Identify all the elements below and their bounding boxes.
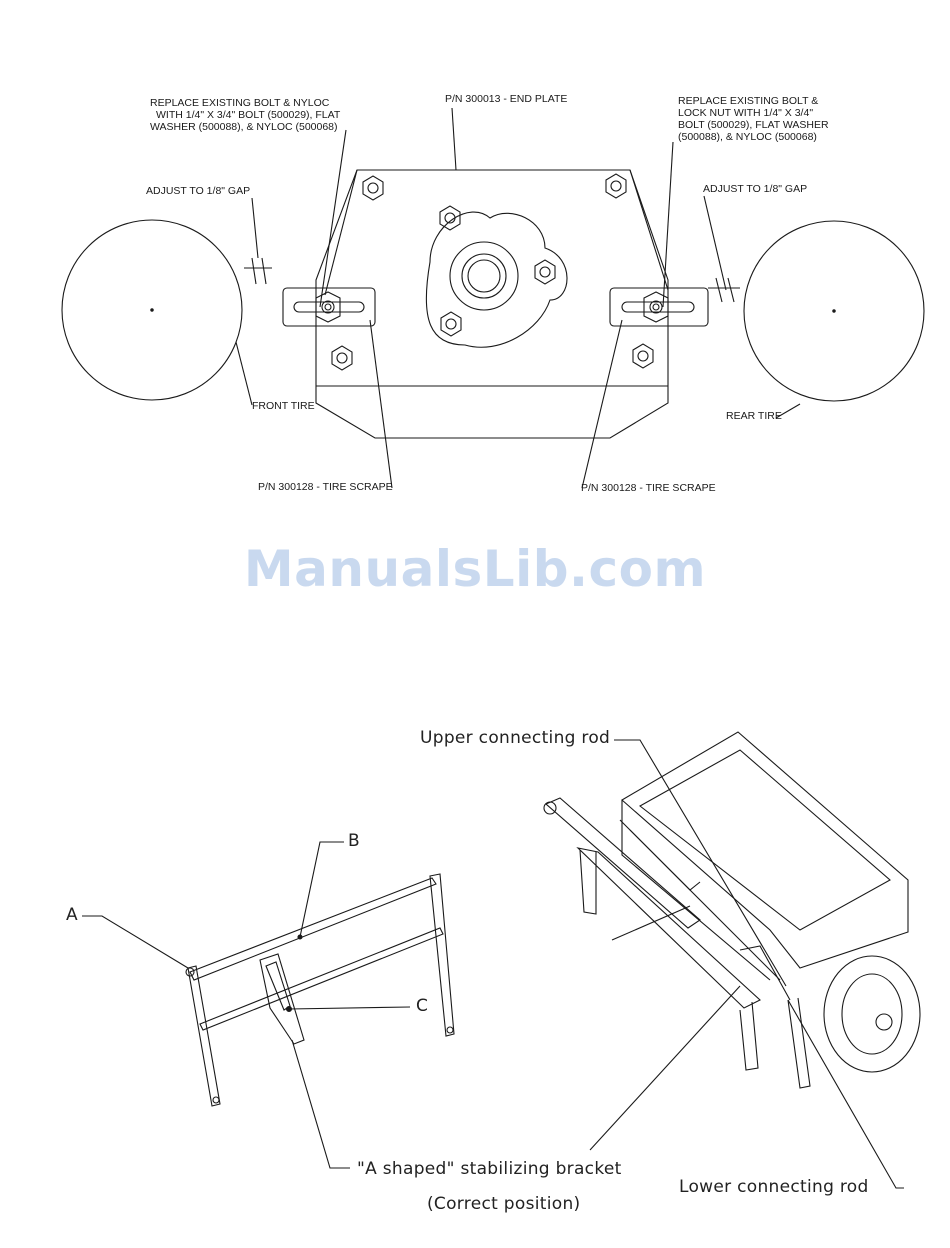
callout-line: WITH 1/4" x 3/4" BOLT (500029), FLAT: [156, 109, 341, 121]
end-plate-label: P/N 300013 - END PLATE: [445, 93, 568, 105]
wheel: [823, 955, 921, 1073]
adjust-gap-left-label: ADJUST TO 1/8" GAP: [146, 185, 251, 197]
callout-line: BOLT (500029), FLAT WASHER: [678, 119, 829, 131]
label-c: C: [416, 996, 429, 1016]
stabilizing-bracket-label: "A shaped" stabilizing bracket: [357, 1159, 622, 1179]
nut-group: [331, 173, 654, 371]
callout-line: REPLACE EXISTING BOLT &: [678, 95, 819, 107]
tire-scrape-right: [609, 287, 709, 327]
spreader-assembly: [543, 731, 921, 1089]
tire-scrape-left: [282, 287, 376, 327]
callout-line: (500088), & NYLOC (500068): [678, 131, 817, 143]
tire-scrape-right-label: P/N 300128 - TIRE SCRAPE: [581, 482, 716, 494]
rear-tire-label: REAR TIRE: [726, 410, 782, 422]
label-a: A: [66, 905, 78, 925]
left-bolt-callout: REPLACE EXISTING BOLT & NYLOC WITH 1/4" …: [150, 97, 340, 133]
end-plate: [315, 169, 669, 439]
watermark: ManualsLib.com: [243, 540, 707, 598]
right-bolt-callout: REPLACE EXISTING BOLT & LOCK NUT WITH 1/…: [678, 95, 829, 143]
gap-marker-left: [244, 257, 272, 285]
callout-line: LOCK NUT WITH 1/4" x 3/4": [678, 107, 814, 119]
adjust-gap-right-label: ADJUST TO 1/8" GAP: [703, 183, 808, 195]
label-b: B: [348, 831, 360, 851]
gap-marker-right: [708, 277, 740, 303]
tire-scrape-left-label: P/N 300128 - TIRE SCRAPE: [258, 481, 393, 493]
front-tire: [61, 219, 243, 401]
callout-line: WASHER (500088), & NYLOC (500068): [150, 121, 338, 133]
stabilizing-bracket: [185, 873, 455, 1107]
front-tire-label: FRONT TIRE: [252, 400, 315, 412]
end-plate-drawing: [61, 107, 925, 489]
upper-connecting-rod-label: Upper connecting rod: [420, 728, 611, 748]
lower-connecting-rod-label: Lower connecting rod: [679, 1177, 869, 1197]
correct-position-label: (Correct position): [427, 1194, 581, 1214]
rear-tire: [743, 220, 925, 402]
callout-line: REPLACE EXISTING BOLT & NYLOC: [150, 97, 330, 109]
